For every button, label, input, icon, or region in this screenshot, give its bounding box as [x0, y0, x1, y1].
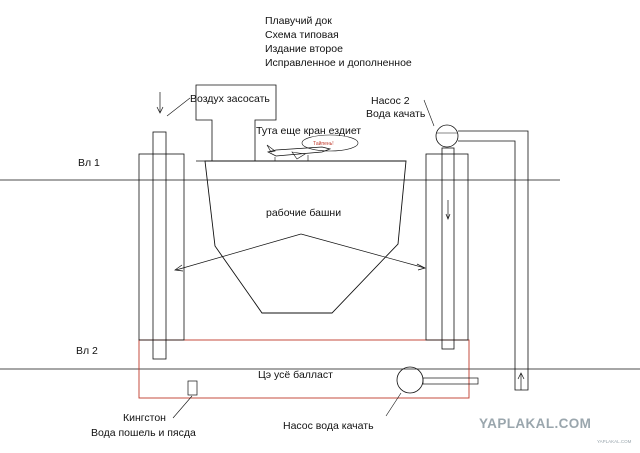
left-tower: [138, 131, 185, 360]
ballast-label: Цэ усё балласт: [258, 369, 333, 381]
pump-2-name: Насос 2: [371, 95, 410, 107]
kingston-note: Вода пошель и пясда: [91, 427, 196, 439]
towers-label: рабочие башни: [266, 207, 341, 219]
tower-arrows: [174, 233, 426, 272]
airplane-icon: [266, 144, 332, 161]
watermark-brand: YAPLAKAL.COM: [479, 416, 591, 431]
pump-1-leader: [385, 392, 402, 417]
header-block: Плавучий док Схема типовая Издание второ…: [265, 15, 412, 69]
speech-bubble: [301, 134, 359, 152]
crane-tower: [195, 84, 277, 162]
air-label: Воздух засосать: [190, 93, 270, 105]
kingston-leader: [172, 395, 193, 419]
pump-2-action: Вода качать: [366, 108, 426, 120]
plane-tag: Тайпень!: [313, 140, 334, 147]
air-intake-arrow: [156, 92, 191, 117]
waterline-1-label: Вл 1: [78, 157, 100, 169]
header-line-1: Плавучий док: [265, 15, 332, 27]
vessel-hull: [204, 160, 407, 314]
crane-label: Тута еще кран ездиет: [256, 125, 361, 137]
discharge-pipe: [458, 130, 529, 391]
right-tower: [425, 147, 469, 350]
header-line-4: Исправленное и дополненное: [265, 57, 412, 69]
kingston-valve: [187, 380, 198, 396]
header-line-2: Схема типовая: [265, 29, 339, 41]
ballast-tank: [138, 339, 470, 399]
header-line-3: Издание второе: [265, 43, 343, 55]
pump-2-leader: [423, 99, 435, 127]
waterline-2-label: Вл 2: [76, 345, 98, 357]
pump-1: [396, 366, 479, 394]
pump-1-label: Насос вода качать: [283, 420, 374, 432]
pump-2: [435, 124, 459, 148]
watermark-small: YAPLAKAL.COM: [597, 439, 632, 444]
kingston-label: Кингстон: [123, 412, 166, 424]
